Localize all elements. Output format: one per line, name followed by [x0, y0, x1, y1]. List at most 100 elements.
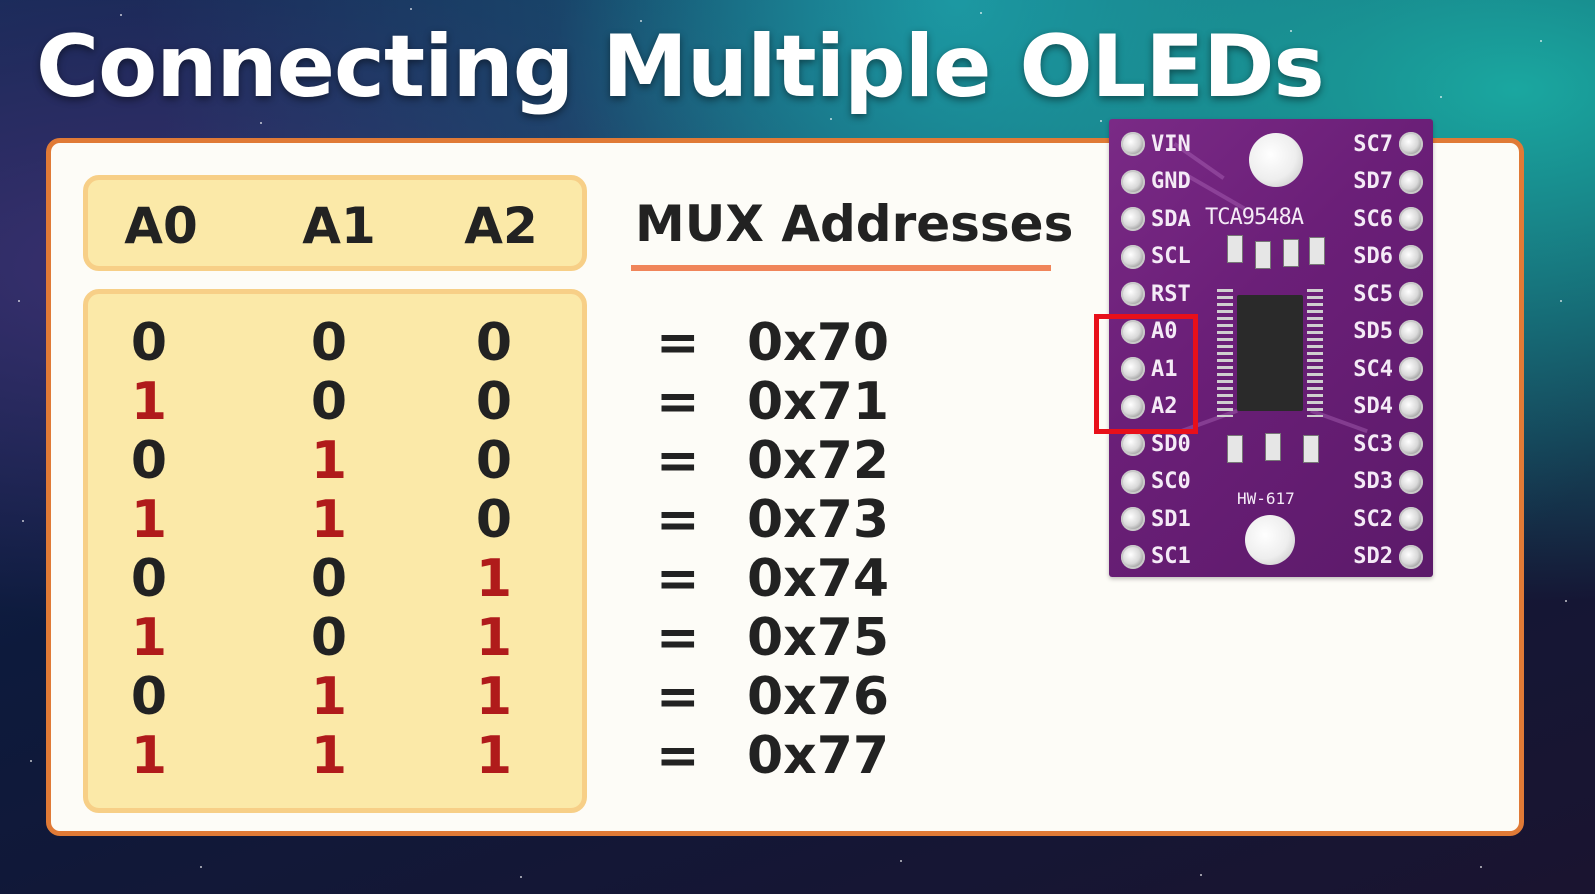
- pin-sc2: SC2: [1353, 504, 1423, 534]
- pin-label: SC6: [1353, 206, 1393, 232]
- pin-pad: [1399, 282, 1423, 306]
- bit-a1: 0: [310, 372, 348, 432]
- pin-sda: SDA: [1121, 204, 1191, 234]
- bit-a1: 0: [310, 549, 348, 609]
- pin-label: SCL: [1151, 244, 1191, 269]
- bit-a0: 0: [130, 549, 168, 609]
- bit-a2: 0: [475, 431, 513, 491]
- pin-pad: [1121, 544, 1145, 569]
- pin-sc4: SC4: [1353, 354, 1423, 384]
- table-values-box: [83, 289, 587, 813]
- mux-address: 0x70: [747, 313, 890, 373]
- pin-label: SD3: [1353, 469, 1393, 494]
- bit-a0: 0: [130, 431, 168, 491]
- board-model-label: HW-617: [1237, 489, 1295, 508]
- pin-label: SDA: [1151, 206, 1191, 232]
- pin-label: SC4: [1353, 356, 1393, 382]
- pin-pad: [1399, 469, 1423, 494]
- bit-a1: 0: [310, 313, 348, 373]
- header-a1: A1: [302, 197, 376, 255]
- pin-pad: [1399, 432, 1423, 456]
- pin-pad: [1121, 507, 1145, 531]
- equals-sign: =: [656, 372, 700, 432]
- pin-label: SD2: [1353, 544, 1393, 569]
- pin-label: SC0: [1151, 469, 1191, 494]
- pin-pad: [1121, 394, 1145, 419]
- table-header-box: [83, 175, 587, 271]
- pin-pad: [1399, 244, 1423, 269]
- mux-address: 0x77: [747, 726, 890, 786]
- pin-sc3: SC3: [1353, 429, 1423, 459]
- mux-address: 0x73: [747, 490, 890, 550]
- pin-rst: RST: [1121, 279, 1191, 309]
- pin-sd4: SD4: [1353, 392, 1423, 422]
- pin-pad: [1399, 544, 1423, 569]
- mux-address: 0x74: [747, 549, 890, 609]
- bit-a2: 1: [475, 667, 513, 727]
- pin-label: SD6: [1353, 244, 1393, 269]
- mux-address: 0x71: [747, 372, 890, 432]
- pin-sd7: SD7: [1353, 167, 1423, 197]
- pin-pad: [1399, 132, 1423, 156]
- pin-sc5: SC5: [1353, 279, 1423, 309]
- pin-label: SC3: [1353, 431, 1393, 457]
- pin-label: RST: [1151, 281, 1191, 307]
- pin-pad: [1121, 357, 1145, 381]
- pin-label: SD4: [1353, 394, 1393, 419]
- pin-pad: [1121, 207, 1145, 231]
- bit-a0: 1: [130, 608, 168, 668]
- equals-sign: =: [656, 667, 700, 727]
- bit-a1: 1: [310, 726, 348, 786]
- heading-underline: [631, 265, 1051, 271]
- pin-sc6: SC6: [1353, 204, 1423, 234]
- pin-sd0: SD0: [1121, 429, 1191, 459]
- bit-a1: 1: [310, 490, 348, 550]
- pin-label: SC5: [1353, 281, 1393, 307]
- page-title: Connecting Multiple OLEDs: [36, 17, 1325, 117]
- chip-name-label: TCA9548A: [1205, 205, 1304, 230]
- pin-label: A0: [1151, 319, 1178, 344]
- pin-label: SC1: [1151, 544, 1191, 569]
- pin-sc1: SC1: [1121, 542, 1191, 572]
- pin-pad: [1399, 507, 1423, 531]
- pin-pad: [1121, 432, 1145, 456]
- bit-a0: 1: [130, 490, 168, 550]
- pin-pad: [1399, 169, 1423, 194]
- pin-vin: VIN: [1121, 129, 1191, 159]
- bit-a2: 1: [475, 608, 513, 668]
- pin-sc0: SC0: [1121, 467, 1191, 497]
- bit-a2: 1: [475, 726, 513, 786]
- bit-a2: 1: [475, 549, 513, 609]
- pin-pad: [1121, 282, 1145, 306]
- pin-label: SD0: [1151, 431, 1191, 457]
- pin-pad: [1399, 207, 1423, 231]
- pin-a2: A2: [1121, 392, 1178, 422]
- pin-label: A2: [1151, 394, 1178, 419]
- pin-pad: [1399, 394, 1423, 419]
- mux-address: 0x72: [747, 431, 890, 491]
- header-a0: A0: [124, 197, 198, 255]
- bit-a1: 1: [310, 431, 348, 491]
- pin-pad: [1121, 169, 1145, 194]
- pin-pad: [1399, 357, 1423, 381]
- pin-sd1: SD1: [1121, 504, 1191, 534]
- equals-sign: =: [656, 490, 700, 550]
- pin-pad: [1399, 319, 1423, 344]
- pin-label: VIN: [1151, 131, 1191, 157]
- bit-a1: 1: [310, 667, 348, 727]
- pin-a0: A0: [1121, 317, 1178, 347]
- pin-sd3: SD3: [1353, 467, 1423, 497]
- pin-label: SD7: [1353, 169, 1393, 194]
- pin-sd6: SD6: [1353, 242, 1423, 272]
- pin-pad: [1121, 319, 1145, 344]
- pin-a1: A1: [1121, 354, 1178, 384]
- header-a2: A2: [464, 197, 538, 255]
- bit-a0: 1: [130, 726, 168, 786]
- mounting-hole: [1245, 515, 1295, 565]
- equals-sign: =: [656, 431, 700, 491]
- bit-a1: 0: [310, 608, 348, 668]
- pin-gnd: GND: [1121, 167, 1191, 197]
- pin-pad: [1121, 469, 1145, 494]
- equals-sign: =: [656, 313, 700, 373]
